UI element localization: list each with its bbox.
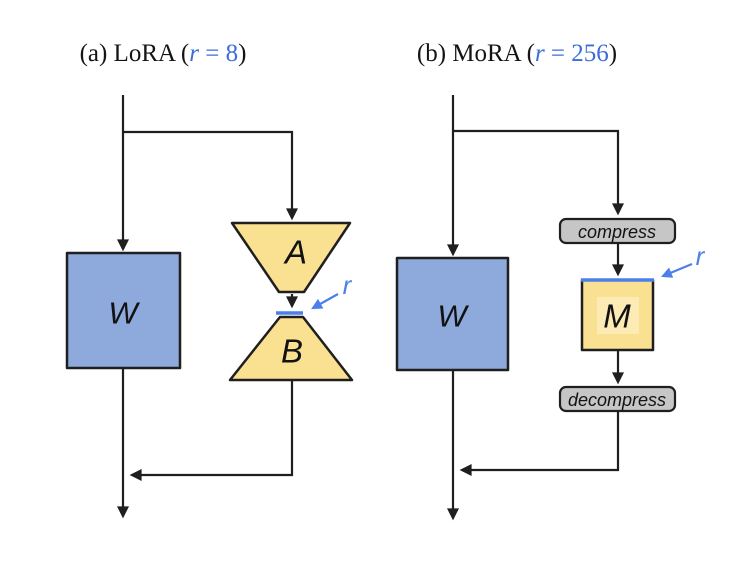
mora-weight-box [395, 256, 510, 372]
panel-b-title-prefix: (b) MoRA ( [416, 40, 535, 67]
mora-matrix-highlight [597, 297, 639, 334]
lora-weight-box [65, 251, 182, 370]
mora-weight-label: W [437, 299, 469, 334]
panel-a-rank-value: = 8 [199, 40, 239, 67]
panel-b-rank-value: = 256 [544, 40, 609, 67]
lora-block-b-label: B [281, 333, 303, 370]
lora-branch-arrow [123, 130, 298, 221]
panel-a-title-prefix: (a) LoRA ( [79, 40, 190, 67]
mora-compress-label: compress [578, 222, 656, 242]
lora-block-a-label: A [283, 234, 307, 271]
panel-b-title: (b) MoRA (r = 256) [382, 40, 652, 68]
panel-b-rank-var: r [534, 40, 545, 67]
lora-rank-label: r [343, 270, 353, 300]
mora-branch-arrow [453, 129, 624, 216]
mora-rank-label: r [696, 241, 706, 271]
lora-block-a [230, 221, 352, 294]
panel-a-title: (a) LoRA (r = 8) [28, 40, 298, 68]
mora-panel: W compress M r decompress [395, 95, 706, 521]
mora-rank-pointer-arrow [660, 262, 693, 278]
lora-rank-pointer-arrow [311, 293, 339, 310]
mora-sum-arrow [459, 411, 620, 476]
panel-b-title-close: ) [608, 40, 618, 67]
lora-sum-arrow [129, 380, 294, 481]
mora-decompress-label: decompress [568, 390, 666, 410]
panel-a-title-close: ) [238, 40, 247, 67]
mora-matrix-label: M [603, 298, 631, 335]
lora-panel: W A B r [65, 95, 354, 519]
lora-block-b [228, 315, 354, 382]
panel-a-rank-var: r [189, 40, 199, 67]
lora-weight-label: W [108, 296, 140, 331]
